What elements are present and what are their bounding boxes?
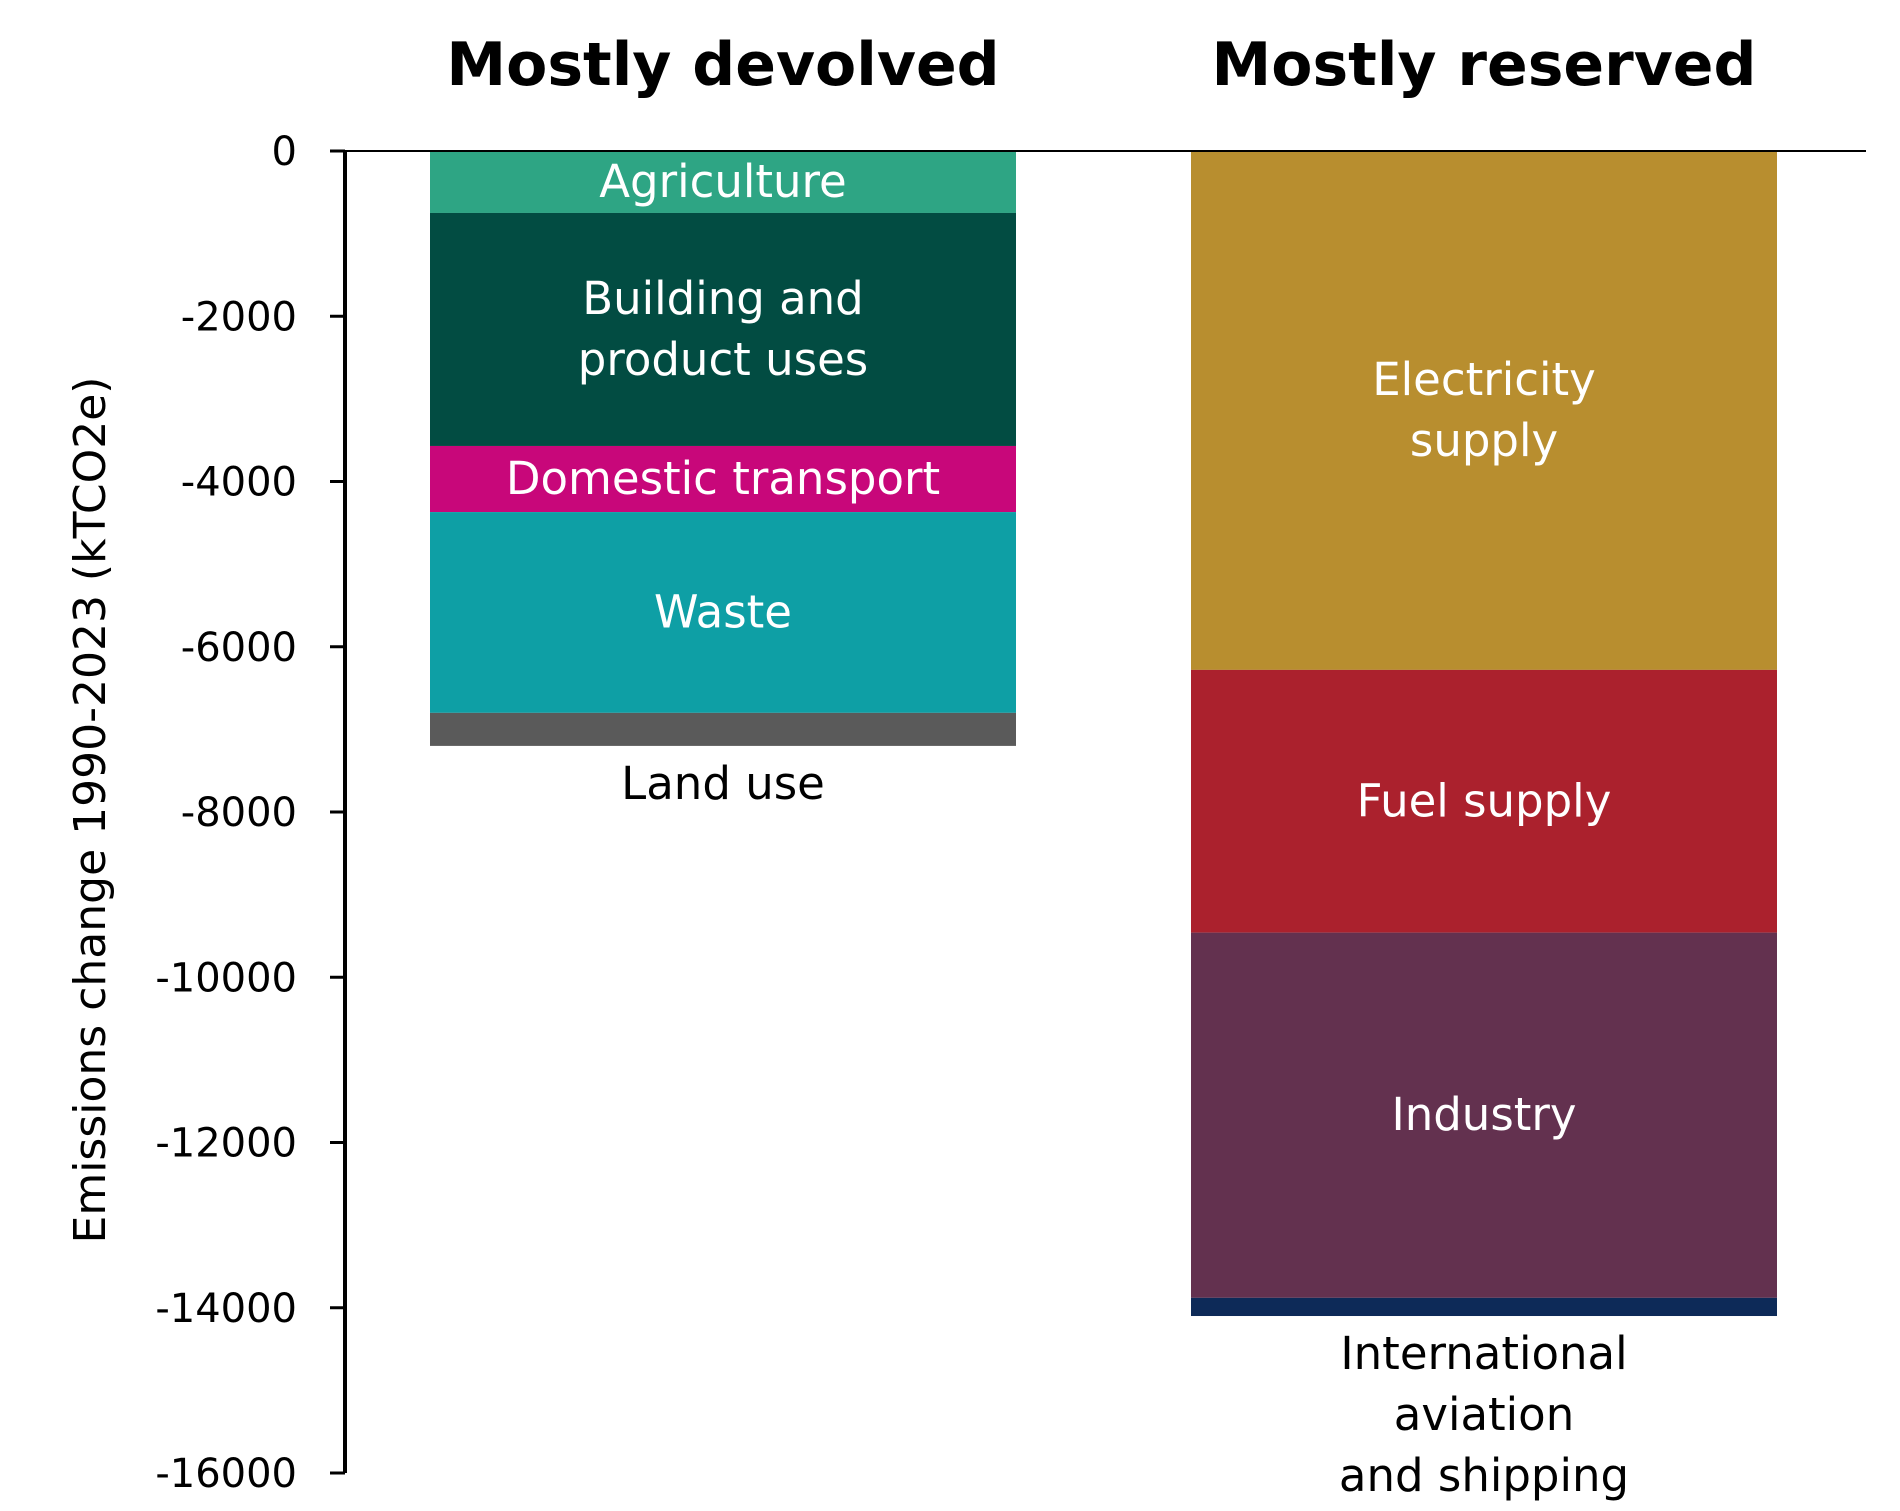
segment-label-fuel-supply: Fuel supply: [1357, 774, 1612, 827]
y-tick-label: -10000: [155, 955, 297, 1001]
bar-segment-electricity-supply: [1191, 151, 1777, 670]
category-titles: Mostly devolved Mostly reserved: [446, 30, 1756, 100]
y-tick-label: -8000: [181, 790, 297, 836]
category-title-mostly-reserved: Mostly reserved: [1212, 30, 1757, 100]
bar-segment-industry: [1191, 932, 1777, 1298]
segment-label-land-use: Land use: [621, 757, 825, 810]
y-tick-label: -2000: [181, 294, 297, 340]
bar-segment-building-and-product-uses: [430, 212, 1016, 446]
y-tick-label: -4000: [181, 460, 297, 506]
category-title-mostly-devolved: Mostly devolved: [446, 30, 999, 100]
bar-segment-fuel-supply: [1191, 669, 1777, 933]
bar-segment-waste: [430, 512, 1016, 713]
segment-label-agriculture: Agriculture: [599, 155, 846, 208]
bar-segment-agriculture: [430, 151, 1016, 213]
y-axis-title: Emissions change 1990-2023 (kTCO2e): [65, 377, 116, 1244]
axes: 0 -2000 -4000 -6000 -8000 -10000 -12000 -14000 -…: [155, 129, 1866, 1497]
bar-segment-land-use: [430, 712, 1016, 746]
segment-label-domestic-transport: Domestic transport: [506, 452, 940, 505]
segment-label-industry: Industry: [1391, 1088, 1576, 1141]
y-tick-label: 0: [272, 129, 297, 175]
bar-segment-domestic-transport: [430, 445, 1016, 513]
y-tick-label: -6000: [181, 625, 297, 671]
bar-segment-international-aviation-and-shipping: [1191, 1297, 1777, 1317]
segment-label-waste: Waste: [654, 585, 792, 638]
y-tick-label: -12000: [155, 1121, 297, 1167]
y-tick-label: -14000: [155, 1286, 297, 1332]
y-tick-label: -16000: [155, 1451, 297, 1497]
